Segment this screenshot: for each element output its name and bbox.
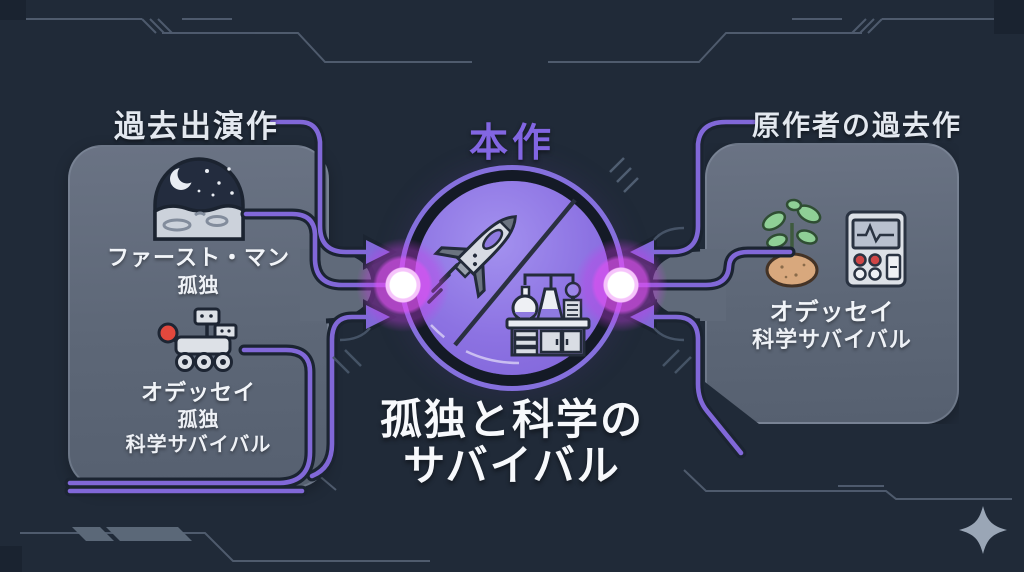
connector-right-label — [651, 119, 757, 255]
monitor-device-icon — [844, 209, 908, 289]
center-work-circle — [415, 181, 609, 375]
connector-left-underline — [67, 347, 313, 486]
label-author-past-works: 原作者の過去作 — [752, 109, 963, 142]
connector-right-bottom — [651, 314, 744, 456]
segmented-bar — [72, 527, 192, 541]
left-entry-2-title: オデッセイ — [140, 380, 256, 406]
connector-left-label — [269, 119, 369, 255]
moon-night-icon — [152, 157, 245, 241]
right-entry-tag: 科学サバイバル — [752, 328, 912, 353]
connector-right-middle — [619, 249, 793, 288]
left-entry-2-tag2: 科学サバイバル — [125, 432, 272, 456]
left-entry-1-tag: 孤独 — [177, 272, 220, 297]
right-panel-author-past-works: オデッセイ 科学サバイバル — [705, 143, 959, 424]
glow-node-left — [355, 237, 451, 333]
left-entry-2-tag1: 孤独 — [177, 407, 220, 431]
mars-rover-icon — [157, 307, 237, 372]
left-panel-past-works: ファースト・マン 孤独 オデッセイ 孤独 科学サバイバル — [68, 145, 329, 488]
glow-node-right — [573, 237, 669, 333]
four-point-star-icon — [959, 506, 1007, 554]
left-entry-1-title: ファースト・マン — [107, 246, 290, 271]
lab-bench-icon — [505, 273, 591, 357]
main-title-line2: サバイバル — [403, 441, 621, 491]
label-past-works: 過去出演作 — [114, 109, 279, 145]
main-title-line1: 孤独と科学の — [379, 395, 644, 444]
main-theme-title: 孤独と科学の サバイバル — [312, 395, 712, 491]
label-this-work: 本作 — [468, 121, 555, 166]
right-entry-title: オデッセイ — [769, 298, 895, 326]
connector-left-middle — [243, 211, 403, 288]
connector-left-bottom — [309, 314, 369, 479]
divider-line — [453, 198, 577, 347]
